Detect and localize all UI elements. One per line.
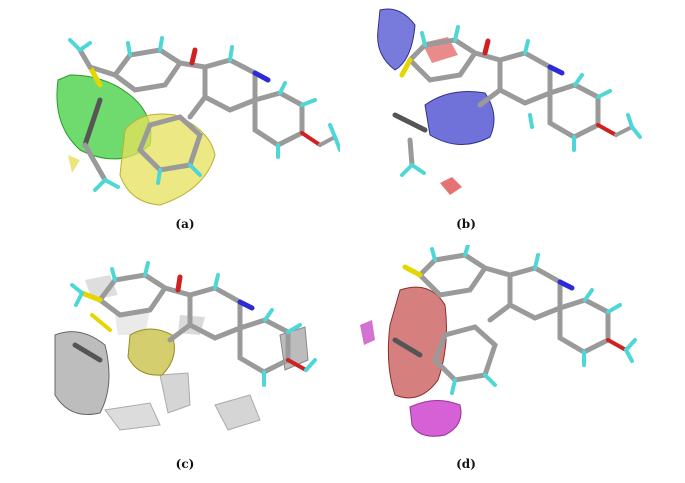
panel-d: (d) (350, 245, 680, 475)
panel-caption-a: (a) (175, 217, 195, 231)
hbond-field-magenta (409, 400, 462, 437)
panel-b: (b) (350, 5, 680, 235)
panel-caption-d: (d) (456, 457, 476, 471)
steric-field-yellow (119, 113, 216, 206)
electrostatic-field-blue-middle (424, 91, 495, 146)
molecule-field-image-d (360, 245, 637, 437)
molecule-field-image-c (54, 261, 317, 431)
molecule-a (68, 36, 340, 192)
molecule-field-image-b (377, 8, 642, 195)
hydrophobic-field-gray-left (54, 331, 110, 415)
electrostatic-field-red-bottom (440, 177, 462, 195)
electrostatic-field-blue-top (377, 8, 416, 71)
panel-a: (a) (10, 5, 340, 235)
panel-caption-c: (c) (175, 457, 195, 471)
molecule-field-image-a (56, 36, 340, 206)
panel-c: (c) (10, 245, 340, 475)
panel-caption-b: (b) (456, 217, 476, 231)
hydrophobic-field-yellow (127, 328, 175, 376)
